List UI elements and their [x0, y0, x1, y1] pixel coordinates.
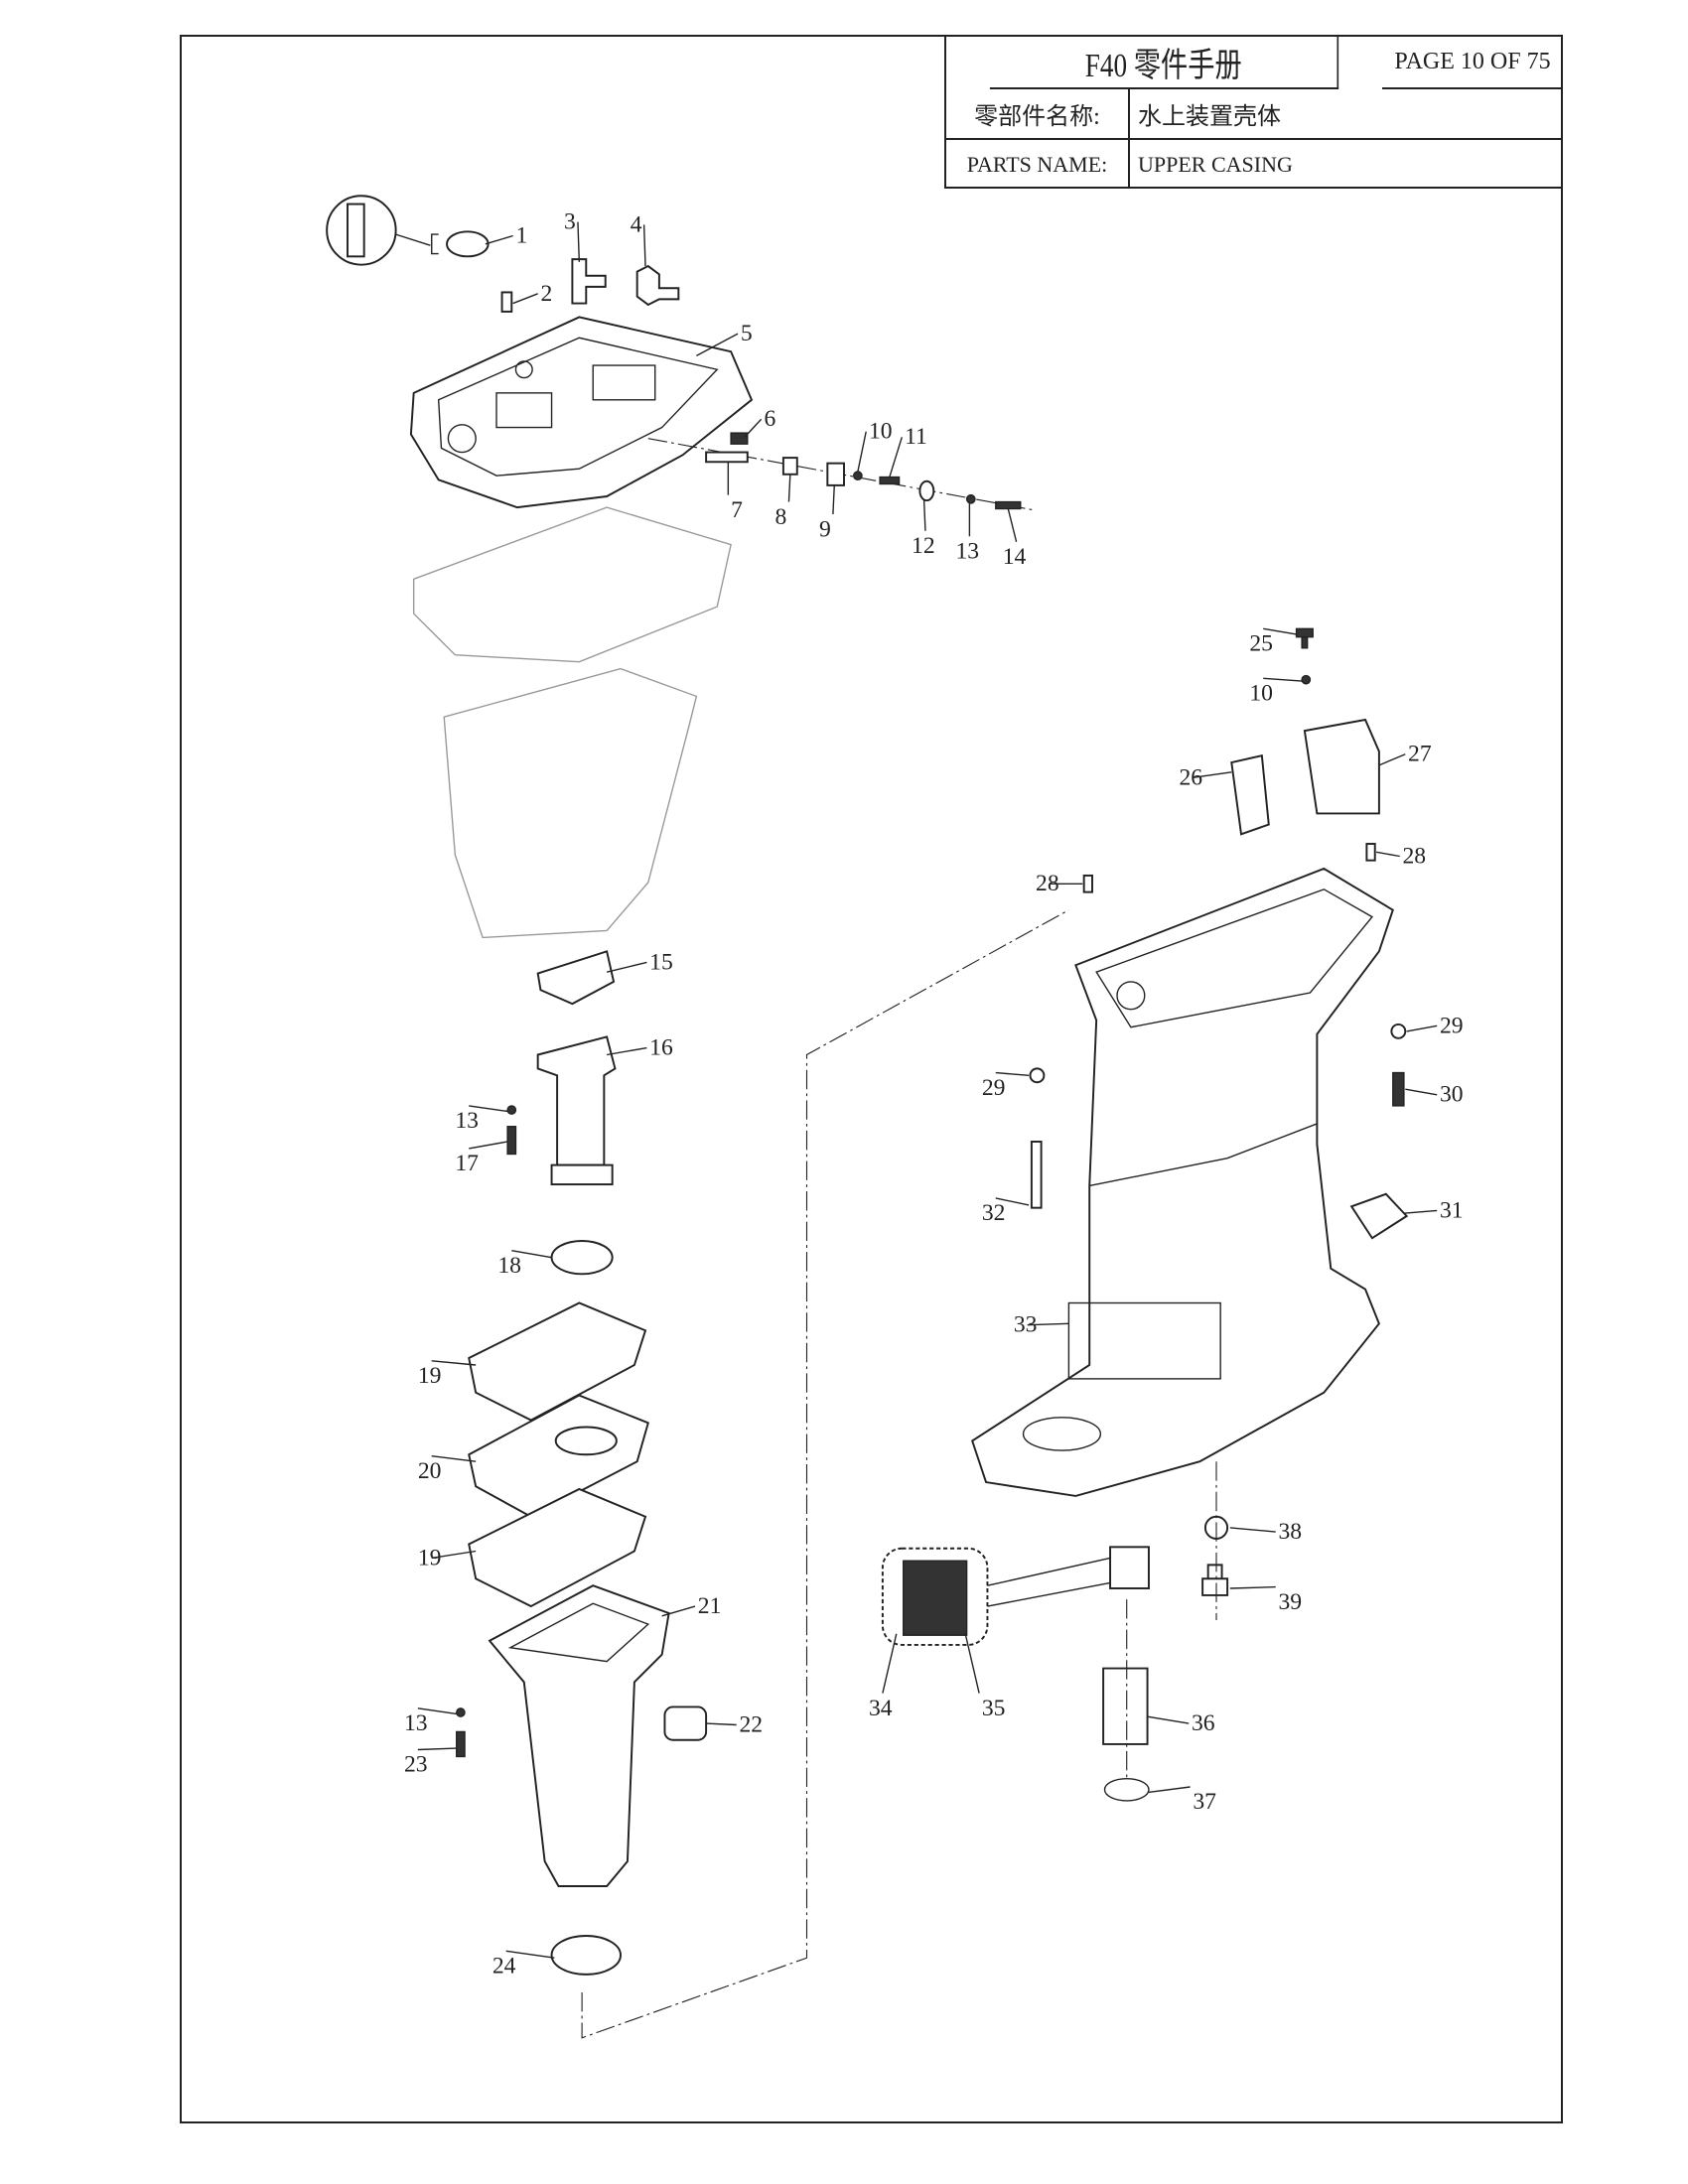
en-name-label: PARTS NAME:: [946, 140, 1130, 189]
page-number: PAGE 10 OF 75: [1382, 37, 1563, 89]
cn-name-label: 零部件名称:: [946, 89, 1130, 140]
manual-title: F40 零件手册: [989, 37, 1339, 89]
drawing-frame: [180, 35, 1563, 2123]
title-block: F40 零件手册 PAGE 10 OF 75 零部件名称: 水上装置壳体 PAR…: [944, 35, 1563, 189]
cn-name-value: 水上装置壳体: [1130, 89, 1563, 140]
en-name-value: UPPER CASING: [1138, 151, 1293, 177]
